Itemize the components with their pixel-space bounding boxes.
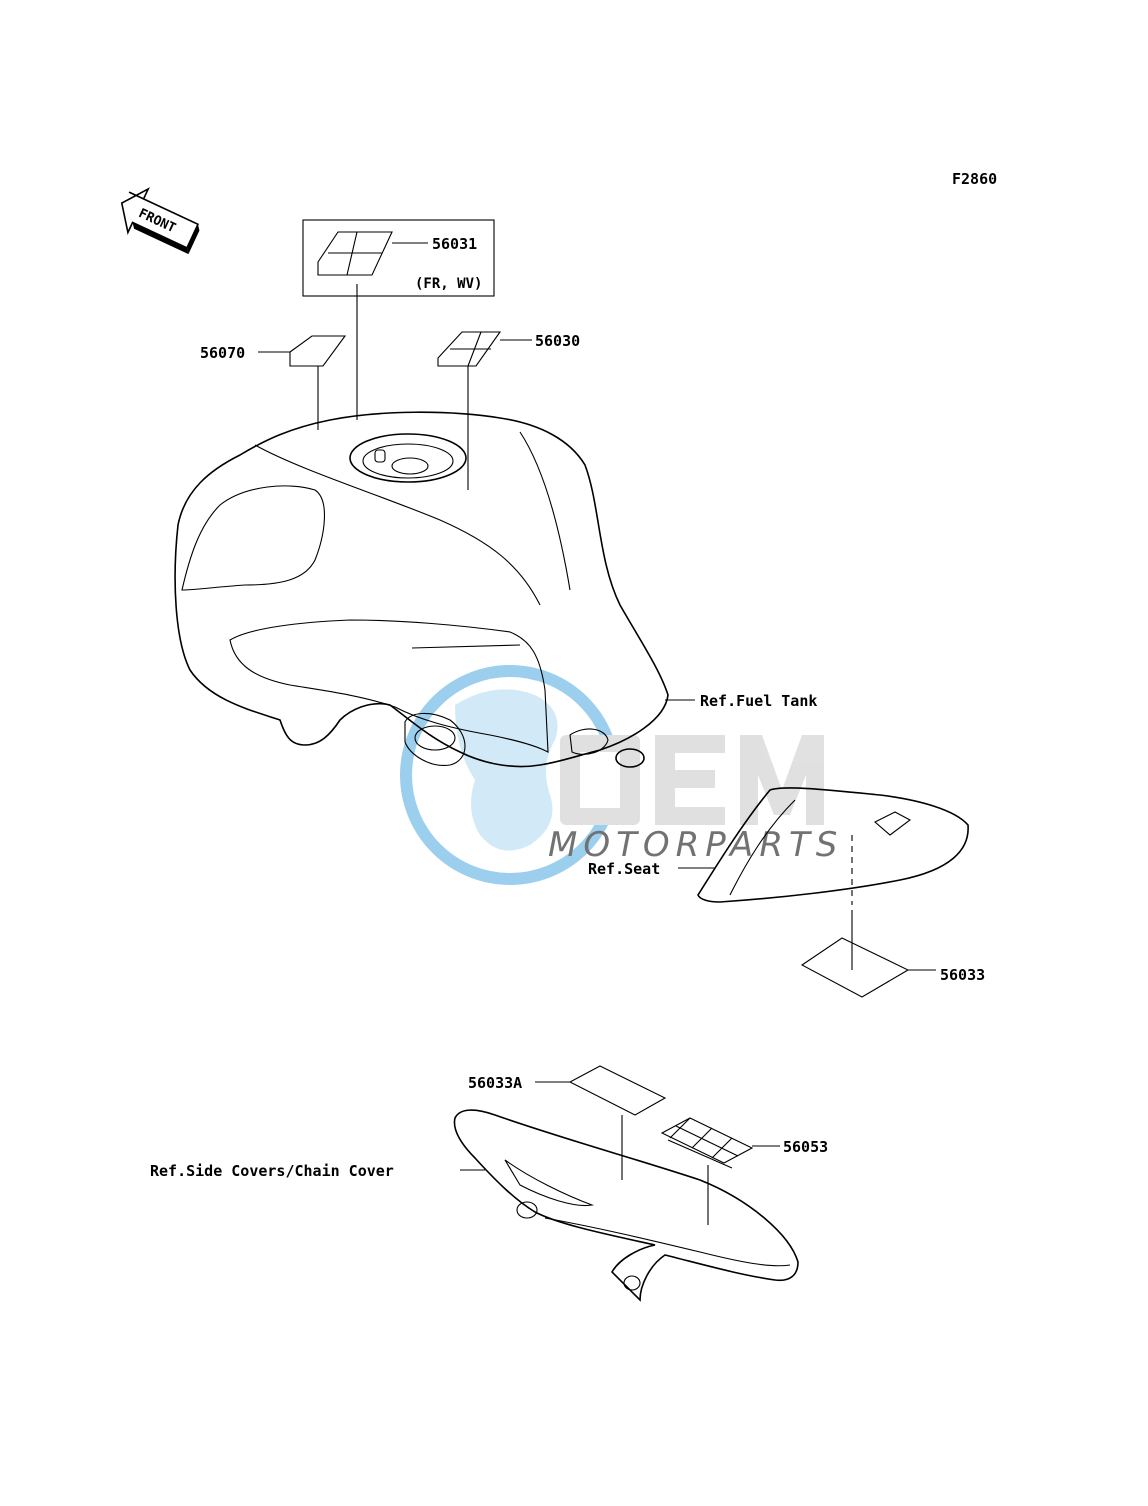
watermark-logo [560,735,824,825]
watermark-sub: MOTORPARTS [548,825,843,865]
label-56031-box [302,219,495,297]
label-56031-group: 56031 (FR, WV) [302,219,495,420]
label-56053-group: 56053 [660,1117,828,1225]
label-56033A-group: 56033A [468,1065,667,1180]
seat-drawing: Ref.Seat [588,787,969,905]
part-56030: 56030 [535,332,580,350]
ref-side-covers: Ref.Side Covers/Chain Cover [150,1162,394,1180]
watermark: MOTORPARTS [400,665,843,885]
fuel-tank-drawing: Ref.Fuel Tank [174,411,817,768]
label-56030-group: 56030 [437,331,580,490]
part-56031: 56031 [432,235,477,253]
part-56070: 56070 [200,344,245,362]
part-56033A: 56033A [468,1074,522,1092]
diagram-code: F2860 [952,170,997,188]
ref-seat: Ref.Seat [588,860,660,878]
label-56070-group: 56070 [200,335,347,430]
part-56031-note: (FR, WV) [415,276,482,292]
front-arrow-icon: FRONT [120,187,200,255]
label-56033-group: 56033 [800,910,985,998]
chain-cover-drawing: Ref.Side Covers/Chain Cover [150,1109,799,1302]
part-56033: 56033 [940,966,985,984]
part-56053: 56053 [783,1138,828,1156]
watermark-continent [455,689,558,851]
ref-fuel-tank: Ref.Fuel Tank [700,692,817,710]
